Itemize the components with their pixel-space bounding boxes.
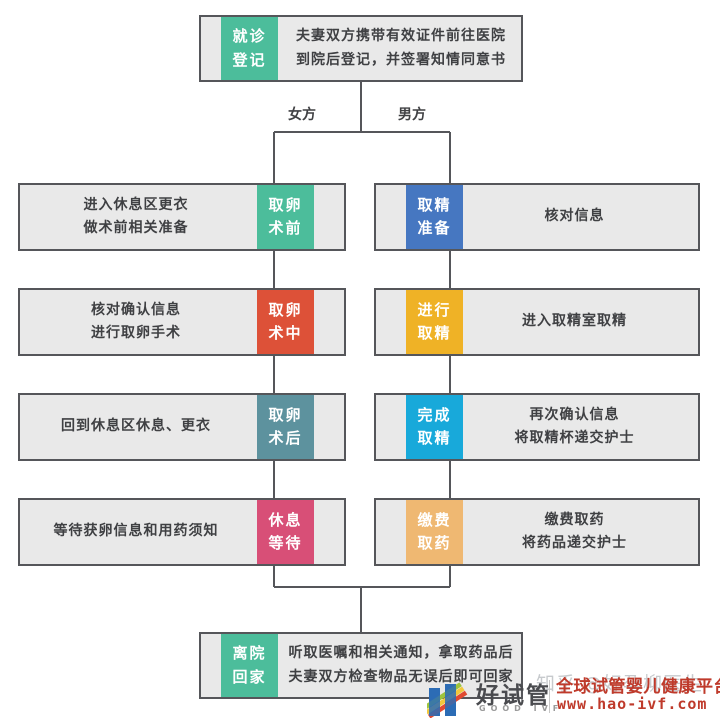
step-label: 取卵 术前	[257, 185, 314, 249]
step-pay-medication: 缴费 取药 缴费取药 将药品递交护士	[374, 498, 700, 566]
step-label: 缴费 取药	[406, 500, 463, 564]
step-rest-wait: 等待获卵信息和用药须知 休息 等待	[18, 498, 346, 566]
step-sperm-collection: 进行 取精 进入取精室取精	[374, 288, 700, 356]
step-discharge-home: 离院 回家 听取医嘱和相关通知，拿取药品后 夫妻双方检查物品无误后即可回家	[199, 632, 523, 699]
step-sperm-prep: 取精 准备 核对信息	[374, 183, 700, 251]
step-label: 就诊 登记	[221, 17, 278, 80]
step-label: 取卵 术后	[257, 395, 314, 459]
step-description: 缴费取药 将药品递交护士	[522, 511, 627, 551]
step-egg-retrieval-pre: 进入休息区更衣 做术前相关准备 取卵 术前	[18, 183, 346, 251]
step-description: 夫妻双方携带有效证件前往医院 到院后登记，并签署知情同意书	[296, 28, 506, 68]
step-description: 核对信息	[544, 208, 605, 225]
step-label: 进行 取精	[406, 290, 463, 354]
step-registration: 就诊 登记 夫妻双方携带有效证件前往医院 到院后登记，并签署知情同意书	[199, 15, 523, 82]
step-description: 进入取精室取精	[522, 313, 627, 330]
step-description: 听取医嘱和相关通知，拿取药品后 夫妻双方检查物品无误后即可回家	[288, 645, 514, 685]
step-description: 核对确认信息 进行取卵手术	[91, 301, 181, 341]
step-label: 取精 准备	[406, 185, 463, 249]
step-egg-retrieval-during: 核对确认信息 进行取卵手术 取卵 术中	[18, 288, 346, 356]
step-label: 离院 回家	[221, 634, 278, 697]
step-description: 回到休息区休息、更衣	[61, 418, 211, 435]
step-label: 休息 等待	[257, 500, 314, 564]
step-description: 等待获卵信息和用药须知	[53, 523, 219, 540]
step-description: 进入休息区更衣 做术前相关准备	[83, 196, 189, 236]
step-sperm-complete: 完成 取精 再次确认信息 将取精杯递交护士	[374, 393, 700, 461]
step-description: 再次确认信息 将取精杯递交护士	[514, 406, 635, 446]
step-label: 取卵 术中	[257, 290, 314, 354]
branch-label-female: 女方	[288, 107, 316, 123]
step-label: 完成 取精	[406, 395, 463, 459]
step-egg-retrieval-post: 回到休息区休息、更衣 取卵 术后	[18, 393, 346, 461]
branch-label-male: 男方	[398, 107, 426, 123]
